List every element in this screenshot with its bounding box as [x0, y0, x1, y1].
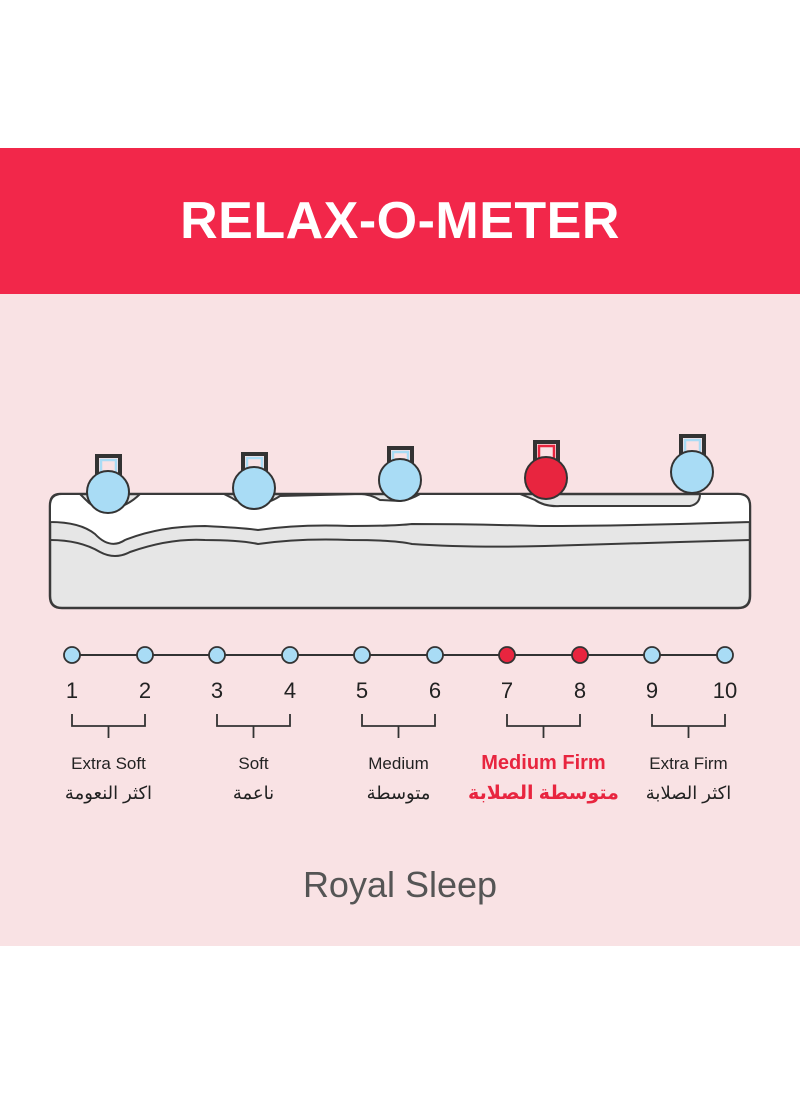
scale-number: 4 [284, 678, 296, 703]
group-label-en: Medium [368, 754, 428, 773]
group-bracket [216, 714, 291, 738]
header-banner: RELAX-O-METER [0, 148, 800, 294]
weights [86, 434, 714, 514]
kettlebell-icon [232, 452, 276, 510]
group-label-ar: متوسطة الصلابة [468, 783, 619, 804]
scale-brackets [71, 714, 726, 738]
scale-dot [426, 646, 444, 664]
group-label-en: Soft [238, 754, 269, 773]
brand-name: Royal Sleep [302, 864, 498, 905]
group-label-ar: ناعمة [233, 783, 274, 803]
scale-number: 7 [501, 678, 513, 703]
scale-number: 5 [356, 678, 368, 703]
scale-dot [353, 646, 371, 664]
scale-number: 10 [713, 678, 737, 703]
scale-dot [571, 646, 589, 664]
group-label-ar: متوسطة [367, 783, 431, 804]
mattress-comfort-line [49, 538, 751, 557]
kettlebell-icon [86, 454, 130, 514]
scale-number: 8 [574, 678, 586, 703]
group-bracket [361, 714, 436, 738]
scale-dot [208, 646, 226, 664]
kettlebell-icon [378, 446, 422, 502]
diagram-panel: 1 2 3 4 5 6 7 8 9 10 Extra Soft اكثر النعومة Soft نا… [0, 294, 800, 946]
relax-o-meter-diagram: 1 2 3 4 5 6 7 8 9 10 Extra Soft اكثر النعومة Soft نا… [48, 434, 752, 804]
mattress [48, 492, 752, 610]
group-bracket [651, 714, 726, 738]
scale-number: 9 [646, 678, 658, 703]
page-title: RELAX-O-METER [180, 192, 620, 250]
scale-dot [136, 646, 154, 664]
scale-dot [643, 646, 661, 664]
group-label-en: Extra Soft [71, 754, 146, 773]
group-label-ar: اكثر الصلابة [646, 783, 731, 804]
scale-dot [716, 646, 734, 664]
scale-dots [63, 646, 734, 664]
scale-numbers: 1 2 3 4 5 6 7 8 9 10 [66, 678, 737, 703]
scale-number: 6 [429, 678, 441, 703]
group-bracket [506, 714, 581, 738]
group-label-en: Extra Firm [649, 754, 727, 773]
scale-dot [498, 646, 516, 664]
group-bracket [71, 714, 146, 738]
group-label-en: Medium Firm [481, 752, 605, 774]
scale-number: 3 [211, 678, 223, 703]
scale-number: 2 [139, 678, 151, 703]
kettlebell-icon [670, 434, 714, 494]
group-label-ar: اكثر النعومة [65, 783, 152, 804]
scale-labels: Extra Soft اكثر النعومة Soft ناعمة Medium متو… [65, 752, 731, 804]
scale-number: 1 [66, 678, 78, 703]
kettlebell-icon-selected [524, 440, 568, 500]
scale-dot [281, 646, 299, 664]
scale-dot [63, 646, 81, 664]
